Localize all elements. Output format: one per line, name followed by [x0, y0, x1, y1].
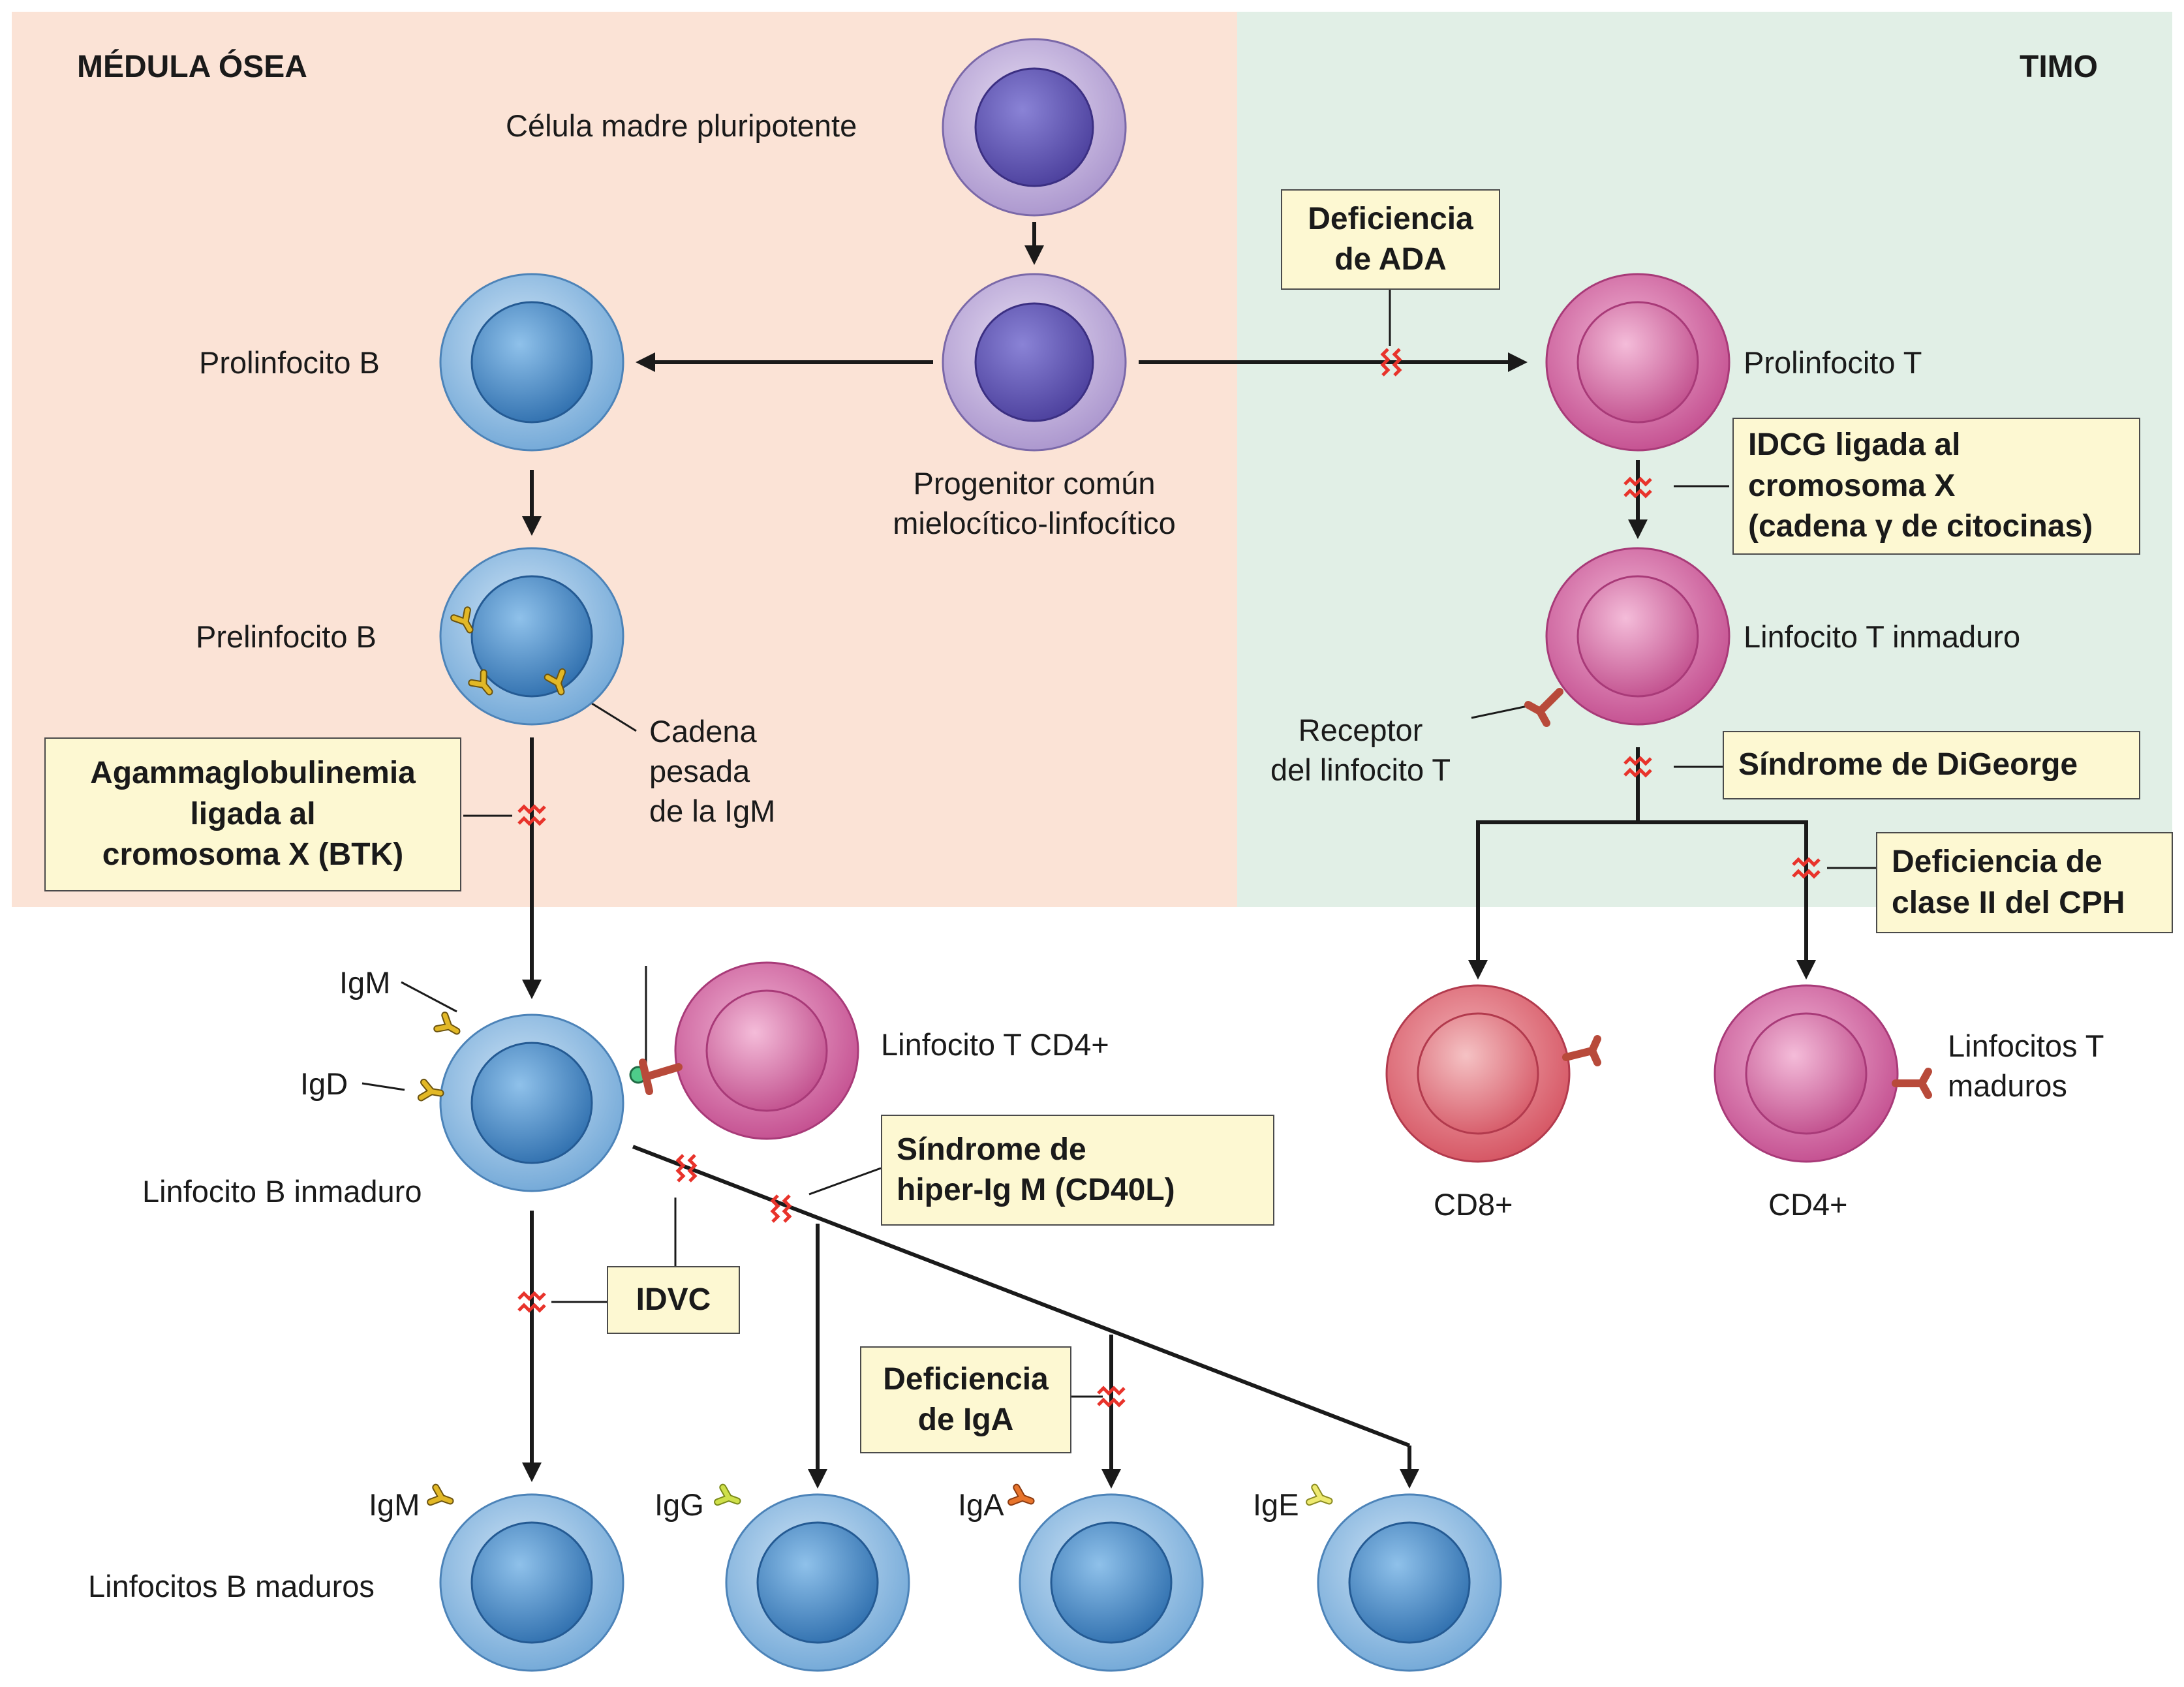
ada-deficiency-box: Deficiencia de ADA	[1281, 189, 1500, 290]
stem-cell-label: Célula madre pluripotente	[506, 108, 857, 143]
digeorge-box: Síndrome de DiGeorge	[1723, 731, 2140, 799]
mhc2-deficiency-text: Deficiencia de clase II del CPH	[1892, 844, 2125, 920]
hyper-igm-text: Síndrome de hiper-Ig M (CD40L)	[897, 1132, 1175, 1207]
iga-deficiency-box: Deficiencia de IgA	[860, 1346, 1071, 1453]
progenitor-label: Progenitor común mielocítico-linfocítico	[893, 466, 1176, 541]
ige-label: IgE	[1253, 1487, 1299, 1522]
progenitor-cell	[942, 273, 1127, 452]
pre-b-label: Prelinfocito B	[196, 619, 377, 654]
mature-b-iga-cell	[1007, 1483, 1204, 1672]
heavy-chain-label: Cadena pesada de la IgM	[649, 714, 776, 829]
mhc2-deficiency-box: Deficiencia de clase II del CPH	[1876, 832, 2173, 933]
immature-t-cell	[1524, 547, 1730, 727]
cd8-label: CD8+	[1434, 1187, 1513, 1222]
igm-top-label: IgM	[339, 965, 391, 1000]
cd4-helper-cell	[639, 961, 859, 1140]
cd8-cell	[1385, 984, 1601, 1163]
bone-marrow-title: MÉDULA ÓSEA	[77, 50, 307, 84]
lineage-arrows	[522, 222, 1816, 1489]
mature-b-igm-cell	[431, 1487, 624, 1672]
pro-t-label: Prolinfocito T	[1744, 345, 1922, 380]
xla-box: Agammaglobulinemia ligada al cromosoma X…	[44, 737, 461, 891]
cd4-label: CD4+	[1768, 1187, 1848, 1222]
pro-b-cell	[439, 273, 624, 452]
cd4-mature-cell	[1714, 984, 1932, 1163]
xscid-text: IDCG ligada al cromosoma X (cadena γ de …	[1748, 427, 2093, 544]
cvid-box: IDVC	[607, 1266, 740, 1334]
mature-b-label: Linfocitos B maduros	[88, 1569, 375, 1603]
pro-t-cell	[1545, 273, 1730, 452]
iga-deficiency-text: Deficiencia de IgA	[883, 1361, 1049, 1437]
cvid-text: IDVC	[636, 1282, 711, 1317]
stem-cell	[942, 38, 1127, 217]
igg-label: IgG	[654, 1487, 704, 1522]
immature-t-label: Linfocito T inmaduro	[1744, 619, 2021, 654]
mature-b-ige-cell	[1306, 1483, 1502, 1672]
igm-label: IgM	[369, 1487, 420, 1522]
pro-b-label: Prolinfocito B	[199, 345, 380, 380]
mature-b-igg-cell	[714, 1483, 910, 1672]
immature-b-label: Linfocito B inmaduro	[142, 1174, 422, 1209]
xla-text: Agammaglobulinemia ligada al cromosoma X…	[90, 756, 416, 873]
thymus-title: TIMO	[2020, 50, 2098, 84]
pre-b-cell	[439, 547, 624, 726]
cd4-helper-label: Linfocito T CD4+	[881, 1027, 1109, 1062]
tcr-label: Receptor del linfocito T	[1270, 713, 1451, 788]
igd-label: IgD	[300, 1066, 348, 1101]
iga-label: IgA	[958, 1487, 1004, 1522]
xscid-box: IDCG ligada al cromosoma X (cadena γ de …	[1732, 418, 2140, 555]
ada-deficiency-text: Deficiencia de ADA	[1308, 201, 1473, 277]
immature-b-cell	[421, 1015, 647, 1192]
hyper-igm-box: Síndrome de hiper-Ig M (CD40L)	[881, 1115, 1274, 1226]
digeorge-text: Síndrome de DiGeorge	[1738, 747, 2078, 782]
mature-t-label: Linfocitos T maduros	[1948, 1029, 2104, 1104]
